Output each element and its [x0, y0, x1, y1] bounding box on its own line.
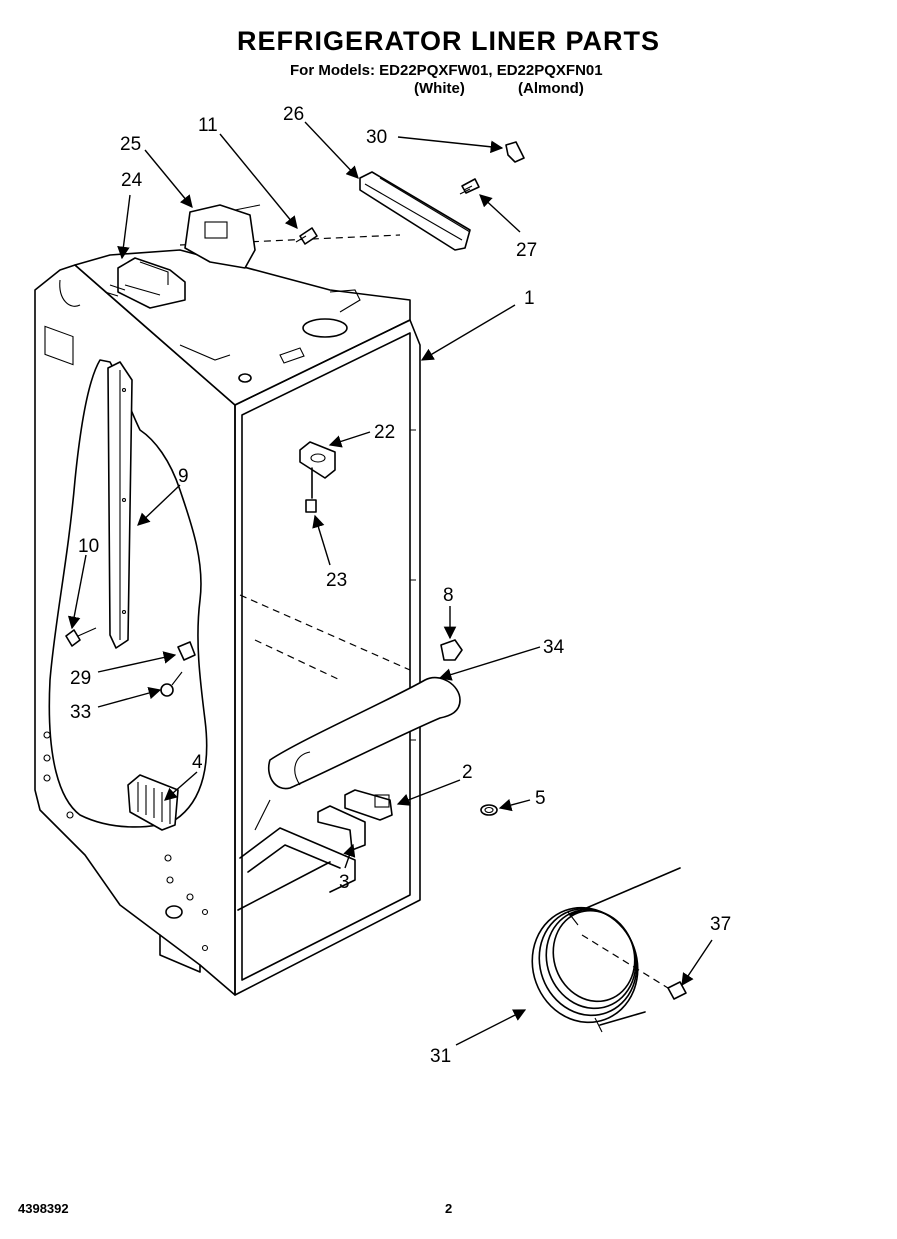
screw-27 [459, 178, 480, 195]
callout-8: 8 [443, 585, 454, 606]
callout-23: 23 [326, 570, 347, 591]
callout-9: 9 [178, 466, 189, 487]
screw-23 [305, 499, 317, 513]
page-title: REFRIGERATOR LINER PARTS [236, 26, 660, 56]
clip-30 [505, 141, 525, 163]
screw-11 [295, 227, 318, 245]
variant-almond: (Almond) [518, 80, 584, 97]
bracket-22 [299, 441, 336, 499]
callout-31: 31 [430, 1046, 451, 1067]
callout-labels: 25 24 11 26 30 27 1 22 23 9 10 8 34 29 3… [70, 104, 731, 1067]
callout-26: 26 [283, 104, 304, 125]
screw-37 [581, 934, 687, 1000]
callout-37: 37 [710, 914, 731, 935]
footer-part-number: 4398392 [18, 1201, 69, 1216]
heater-wire-coil [531, 867, 681, 1033]
callout-5: 5 [535, 788, 546, 809]
callout-34: 34 [543, 637, 565, 658]
callout-4: 4 [192, 752, 203, 773]
callout-27: 27 [516, 240, 537, 261]
light-housing [104, 257, 186, 309]
callout-3: 3 [339, 872, 350, 893]
spacer-3 [317, 805, 366, 851]
callout-29: 29 [70, 668, 91, 689]
models-line: For Models: ED22PQXFW01, ED22PQXFN01 [290, 62, 603, 79]
nut-5 [480, 804, 498, 816]
bumper-8 [440, 639, 463, 661]
screw-10 [65, 627, 97, 647]
callout-1: 1 [524, 288, 535, 309]
light-shield [184, 204, 261, 269]
variant-white: (White) [414, 80, 465, 97]
footer-page-number: 2 [445, 1201, 453, 1216]
liner-cabinet [34, 234, 421, 996]
callout-10: 10 [78, 536, 99, 557]
leader-lines [67, 121, 713, 1046]
callout-30: 30 [366, 127, 387, 148]
screw-29 [177, 641, 196, 661]
bracket-2 [344, 789, 393, 821]
callout-11: 11 [198, 115, 218, 136]
crisper-cover [268, 676, 461, 790]
callout-25: 25 [120, 134, 141, 155]
shelf-rail [107, 361, 133, 649]
callout-22: 22 [374, 422, 395, 443]
callout-24: 24 [121, 170, 143, 191]
air-duct [359, 171, 471, 251]
callout-2: 2 [462, 762, 473, 783]
callout-33: 33 [70, 702, 91, 723]
